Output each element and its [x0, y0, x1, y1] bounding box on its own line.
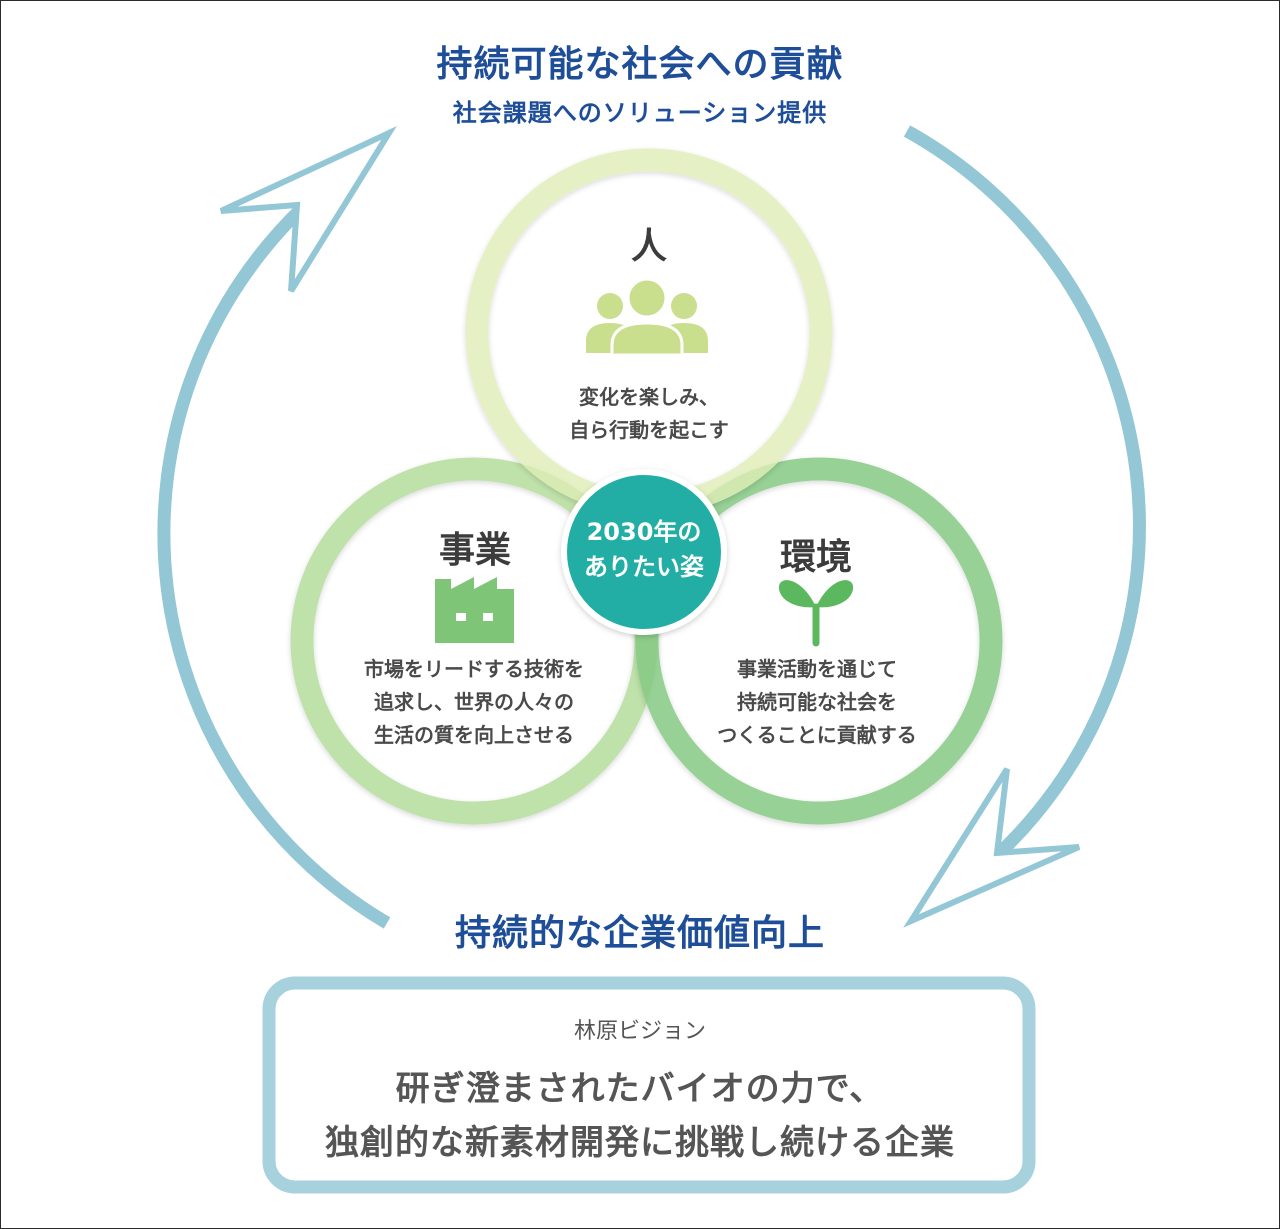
center-line-2: ありたい姿 — [584, 553, 704, 581]
environment-desc-1: 事業活動を通じて — [737, 657, 897, 681]
people-group-icon — [586, 277, 708, 357]
vision-label: 林原ビジョン — [573, 1019, 706, 1044]
cycle-arrows — [157, 125, 1146, 929]
vision-box — [262, 976, 1036, 1194]
page-title: 持続可能な社会への貢献 — [436, 44, 844, 85]
right-cycle-arc — [903, 125, 1146, 866]
center-circle — [561, 469, 727, 635]
environment-desc-3: つくることに貢献する — [717, 723, 917, 747]
cycle-bottom-title: 持続的な企業価値向上 — [454, 913, 825, 954]
people-desc-1: 変化を楽しみ、 — [579, 385, 719, 409]
sprout-icon — [778, 580, 854, 647]
left-cycle-arc — [157, 204, 391, 929]
environment-desc-2: 持続可能な社会を — [737, 690, 897, 714]
page-subtitle: 社会課題へのソリューション提供 — [452, 99, 828, 127]
vision-line-2: 独創的な新素材開発に挑戦し続ける企業 — [325, 1123, 955, 1163]
business-desc-1: 市場をリードする技術を — [364, 657, 584, 681]
right-arrowhead — [903, 767, 1081, 928]
environment-ring — [635, 457, 1003, 825]
people-desc-2: 自ら行動を起こす — [569, 418, 729, 442]
center-line-1: 2030年の — [586, 518, 702, 546]
people-heading: 人 — [630, 226, 667, 267]
business-desc-2: 追求し、世界の人々の — [374, 690, 574, 714]
vision-line-1: 研ぎ澄まされたバイオの力で、 — [395, 1069, 885, 1109]
factory-icon — [435, 577, 514, 643]
environment-heading: 環境 — [779, 537, 852, 578]
left-arrowhead — [219, 126, 397, 293]
business-heading: 事業 — [438, 530, 511, 571]
business-desc-3: 生活の質を向上させる — [374, 723, 574, 747]
